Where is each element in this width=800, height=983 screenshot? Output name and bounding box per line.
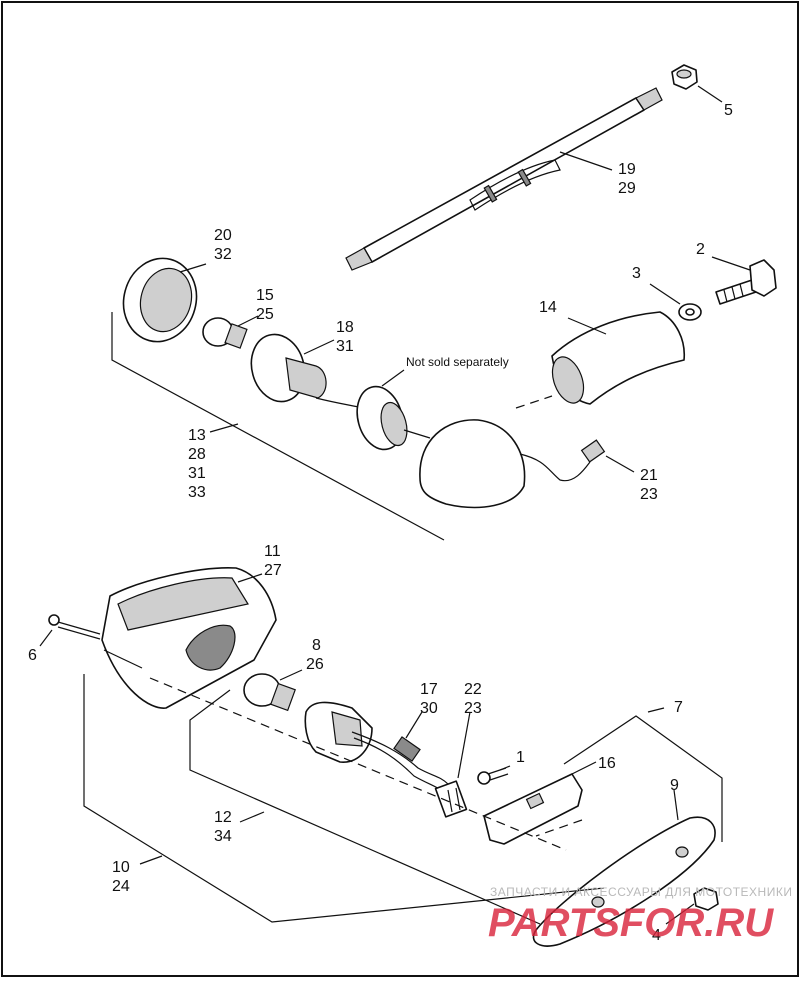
- leader-10: [139, 855, 163, 865]
- part-4-nut: [693, 887, 719, 911]
- callout-6: 6: [28, 647, 37, 664]
- leader-8: [279, 669, 303, 681]
- leader-5: [697, 85, 723, 103]
- assembly-line-16: [535, 819, 583, 837]
- part-14-lamp-housing: [551, 311, 685, 405]
- callout-18: 18 31: [336, 319, 358, 355]
- leader-21: [605, 455, 635, 473]
- assembly-line-14: [515, 395, 553, 409]
- callout-4: 4: [652, 927, 661, 944]
- part-9-lens-cover: [532, 816, 716, 947]
- part-3-washer: [678, 303, 702, 321]
- leader-15: [237, 315, 259, 327]
- callout-1: 1: [516, 749, 525, 766]
- callout-3: 3: [632, 265, 641, 282]
- leader-4: [665, 903, 695, 925]
- part-17-socket: [304, 701, 373, 763]
- leader-18: [303, 339, 335, 355]
- lens-dome: [419, 419, 526, 509]
- callout-10: 10 24: [112, 859, 134, 895]
- part-21-connector: [519, 439, 606, 482]
- leader-3: [649, 283, 681, 305]
- leader-16: [567, 761, 597, 777]
- part-1-screw: [477, 767, 509, 785]
- part-11-taillight-housing: [101, 567, 277, 709]
- bracket-10: [83, 674, 605, 923]
- callout-8: 8 26: [306, 637, 325, 673]
- part-15-bulb: [202, 317, 248, 349]
- callout-9: 9: [670, 777, 679, 794]
- part-5-nut: [671, 64, 698, 90]
- leader-note: [381, 369, 405, 387]
- note-not-sold-separately: Not sold separately: [406, 355, 509, 369]
- part-16-mounting-plate: [483, 773, 583, 845]
- callout-19: 19 29: [618, 161, 640, 197]
- callout-16: 16: [598, 755, 616, 772]
- leader-1: [499, 765, 511, 771]
- bracket-13: [111, 312, 445, 541]
- leader-20: [179, 263, 207, 273]
- grommet-not-sold-separately: [356, 385, 408, 451]
- part-18-socket: [250, 333, 327, 403]
- wire-dome: [403, 429, 431, 439]
- callout-11: 11 27: [264, 543, 285, 579]
- part-20-bezel-ring: [122, 257, 198, 343]
- callout-15: 15 25: [256, 287, 278, 323]
- leader-11: [237, 573, 263, 583]
- callout-20: 20 32: [214, 227, 236, 263]
- callout-13: 13 28 31 33: [188, 427, 210, 501]
- leader-13: [209, 423, 239, 433]
- callout-21: 21 23: [640, 467, 662, 503]
- callout-5: 5: [724, 102, 733, 119]
- leader-9: [673, 789, 679, 821]
- callout-7: 7: [674, 699, 683, 716]
- callout-17: 17 30: [420, 681, 442, 717]
- part-8-bulb: [243, 673, 296, 712]
- callout-2: 2: [696, 241, 705, 258]
- watermark-tagline: ЗАПЧАСТИ И АКСЕССУАРЫ ДЛЯ МОТОТЕХНИКИ: [490, 885, 792, 899]
- watermark-logo: PARTSFOR.RU: [488, 901, 774, 945]
- part-2-screw: [715, 259, 777, 305]
- part-6-screw: [48, 614, 101, 640]
- part-22-connector: [434, 780, 468, 818]
- leader-17: [405, 711, 423, 739]
- leader-19: [559, 151, 613, 171]
- bracket-12: [189, 689, 541, 925]
- bracket-7: [563, 715, 723, 842]
- assembly-line-lower: [149, 677, 567, 851]
- leader-14: [567, 317, 607, 335]
- leader-2: [711, 256, 751, 271]
- leader-22: [457, 711, 471, 779]
- callout-12: 12 34: [214, 809, 236, 845]
- part-19-mounting-stem: [345, 87, 663, 271]
- wire-harness-17: [351, 731, 449, 793]
- callout-22: 22 23: [464, 681, 486, 717]
- leader-12: [239, 811, 265, 823]
- leader-6: [39, 629, 53, 647]
- leader-7: [647, 707, 665, 713]
- callout-14: 14: [539, 299, 557, 316]
